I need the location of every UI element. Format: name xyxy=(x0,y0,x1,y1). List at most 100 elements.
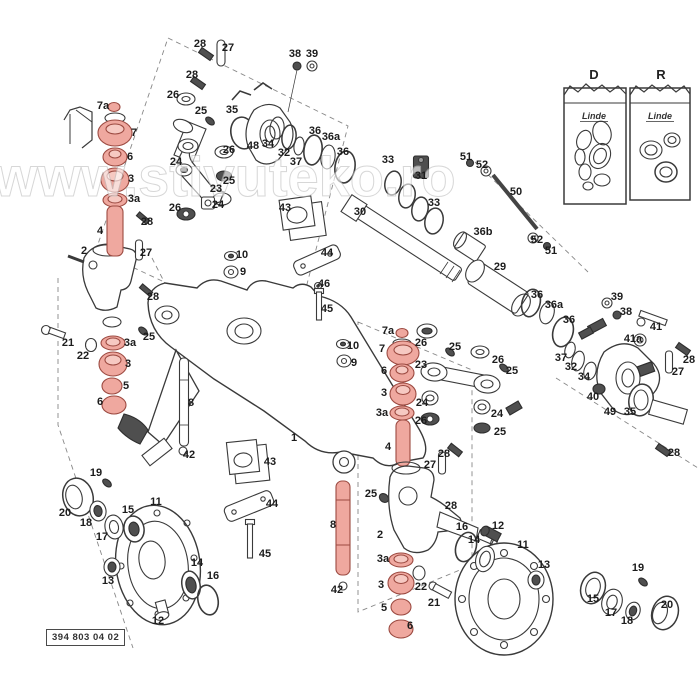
callout-31: 31 xyxy=(415,170,427,182)
part-shape xyxy=(104,354,122,366)
part-shape xyxy=(107,561,117,573)
callout-25: 25 xyxy=(143,331,155,343)
part-shape xyxy=(629,84,691,96)
callout-12: 12 xyxy=(492,520,504,532)
part-shape xyxy=(233,452,253,468)
callout-28: 28 xyxy=(683,354,695,366)
part-shape xyxy=(336,354,352,368)
callout-36: 36 xyxy=(531,289,543,301)
part-shape xyxy=(468,557,540,641)
kit-label-r: R xyxy=(656,67,666,82)
part-shape xyxy=(454,531,478,563)
callout-45: 45 xyxy=(259,548,271,560)
callout-7a: 7a xyxy=(97,100,110,112)
callout-36a: 36a xyxy=(545,299,564,311)
part-shape xyxy=(65,484,83,510)
part-shape xyxy=(427,367,441,377)
callout-25: 25 xyxy=(365,488,377,500)
part-shape xyxy=(577,326,595,340)
part-shape xyxy=(253,82,273,91)
callout-35: 35 xyxy=(624,406,636,418)
part-shape xyxy=(395,365,409,375)
callout-22: 22 xyxy=(415,581,427,593)
part-shape xyxy=(628,605,638,617)
part-shape xyxy=(650,595,680,631)
part-shape xyxy=(338,456,350,468)
callout-52: 52 xyxy=(531,234,543,246)
callout-42: 42 xyxy=(331,584,343,596)
part-shape xyxy=(172,118,194,134)
part-shape xyxy=(107,194,123,204)
part-shape xyxy=(555,377,699,469)
callout-29: 29 xyxy=(494,261,506,273)
callout-37: 37 xyxy=(290,156,302,168)
part-shape xyxy=(63,106,93,149)
part-shape xyxy=(612,310,622,320)
callout-51: 51 xyxy=(460,151,472,163)
callout-16: 16 xyxy=(207,570,219,582)
kit-brand-logo: Linde xyxy=(582,111,606,121)
callout-16: 16 xyxy=(456,521,468,533)
callout-25: 25 xyxy=(449,341,461,353)
callout-20: 20 xyxy=(661,599,673,611)
part-shape xyxy=(563,83,627,96)
callout-32: 32 xyxy=(565,361,577,373)
part-shape xyxy=(446,442,464,458)
part-shape xyxy=(340,357,348,365)
part-shape xyxy=(226,317,262,345)
part-shape xyxy=(667,135,677,145)
part-shape xyxy=(246,523,254,559)
callout-37: 37 xyxy=(555,352,567,364)
callout-19: 19 xyxy=(632,562,644,574)
part-shape xyxy=(659,166,673,178)
callout-51: 51 xyxy=(545,245,557,257)
callout-13: 13 xyxy=(538,559,550,571)
part-shape xyxy=(473,422,491,434)
part-shape xyxy=(457,594,467,604)
part-shape xyxy=(259,119,281,149)
part-shape xyxy=(384,170,402,196)
part-shape xyxy=(499,363,509,373)
part-shape xyxy=(480,379,494,389)
part-shape xyxy=(421,390,439,406)
part-shape xyxy=(126,599,134,607)
callout-23: 23 xyxy=(210,183,222,195)
callout-36a: 36a xyxy=(322,131,341,143)
callout-43: 43 xyxy=(279,202,291,214)
callout-18: 18 xyxy=(80,517,92,529)
part-shape xyxy=(527,232,539,244)
part-shape xyxy=(585,577,601,599)
callout-34: 34 xyxy=(262,138,275,150)
callout-19: 19 xyxy=(90,467,102,479)
part-shape xyxy=(437,451,447,475)
part-shape xyxy=(214,145,234,159)
part-shape xyxy=(582,181,594,191)
part-shape xyxy=(452,231,468,249)
kit-brand-logo: Linde xyxy=(648,111,672,121)
part-shape xyxy=(108,149,122,159)
part-shape xyxy=(216,39,226,67)
part-shape xyxy=(135,211,151,225)
part-shape xyxy=(104,514,124,540)
callout-3a: 3a xyxy=(128,193,141,205)
part-shape xyxy=(153,509,161,517)
part-shape xyxy=(278,195,316,231)
part-shape xyxy=(196,584,220,616)
callout-43: 43 xyxy=(264,456,276,468)
callout-38: 38 xyxy=(620,306,632,318)
part-shape xyxy=(530,235,536,241)
part-shape xyxy=(398,183,416,209)
part-shape xyxy=(505,400,523,416)
part-shape xyxy=(606,594,618,610)
part-shape xyxy=(57,278,134,649)
part-number-box: 394 803 04 02 xyxy=(46,629,126,646)
part-shape xyxy=(511,293,531,317)
part-shape xyxy=(480,525,490,537)
kingpin-red-8 xyxy=(335,480,351,576)
callout-26: 26 xyxy=(415,415,427,427)
part-shape xyxy=(473,399,491,415)
callout-3: 3 xyxy=(128,173,134,185)
watermark-text: www.stivuteko.ro xyxy=(0,145,456,208)
part-shape xyxy=(320,144,336,170)
callout-22: 22 xyxy=(77,350,89,362)
